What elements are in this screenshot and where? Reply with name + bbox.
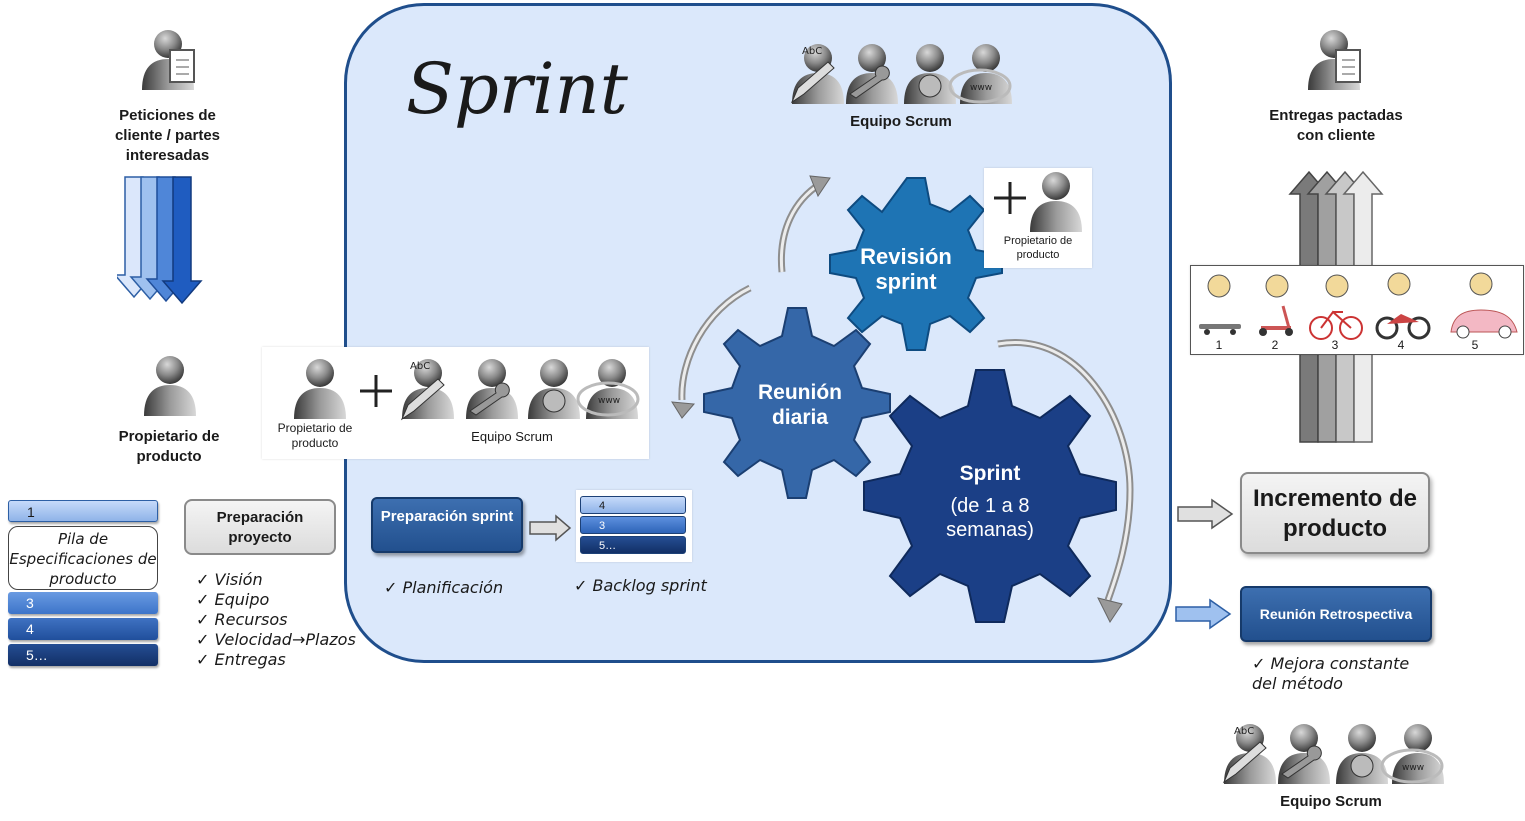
- stage-number: 3: [1331, 338, 1339, 352]
- owner-person-icon: [144, 356, 196, 416]
- bicycle-icon: [1309, 310, 1363, 340]
- backlog-item: 5…: [8, 644, 158, 666]
- retrospective-box: Reunión Retrospectiva: [1240, 586, 1432, 642]
- check-item: ✓ Visión: [196, 570, 263, 589]
- sprint-cycle-diagram: [671, 175, 1134, 623]
- project-prep-box: Preparación proyecto: [184, 499, 336, 555]
- owner-label: Propietario de producto: [118, 428, 220, 465]
- stage-number: 2: [1271, 338, 1279, 352]
- stage-number: 1: [1215, 338, 1223, 352]
- globe-icon: [542, 389, 566, 413]
- participants-owner-label: Propietario de producto: [277, 421, 353, 450]
- arrow-icon: [1177, 498, 1234, 530]
- team-top-label: Equipo Scrum: [850, 113, 952, 130]
- daily-gear-icon: [703, 307, 891, 499]
- sprint-backlog-item: 4: [580, 496, 686, 514]
- scrum-team-icons: AbC www: [790, 44, 1012, 104]
- motorbike-icon: [1375, 314, 1431, 340]
- backlog-item: 3: [8, 592, 158, 614]
- sprint-title: Sprint: [406, 48, 628, 130]
- stage-number: 5: [1471, 338, 1479, 352]
- arrow-icon: [529, 514, 572, 542]
- pencil-icon: AbC: [1222, 726, 1267, 784]
- client-person-icon: [142, 30, 195, 90]
- sprint-backlog-item: 5…: [580, 536, 686, 554]
- wrench-icon: [469, 382, 510, 416]
- plus-icon: [994, 182, 1026, 214]
- deliveries-person-icon: [1308, 30, 1361, 90]
- scrum-team-bottom-icons: AbC www: [1222, 724, 1444, 784]
- participants-team-label: Equipo Scrum: [471, 429, 553, 444]
- stage-number: 4: [1397, 338, 1405, 352]
- svg-text:AbC: AbC: [802, 46, 822, 57]
- deliveries-label: Entregas pactadas con cliente: [1269, 107, 1403, 144]
- svg-text:AbC: AbC: [410, 361, 430, 372]
- check-item: ✓ Equipo: [196, 590, 270, 609]
- product-increment-box: Incremento de producto: [1240, 472, 1430, 554]
- product-evolution-card: 1 2 3 4 5: [1190, 265, 1524, 355]
- check-item: ✓ Recursos: [196, 610, 288, 629]
- retrospective-check: ✓ Mejora constante del método: [1252, 654, 1410, 693]
- clipboard-icon: [1335, 49, 1361, 83]
- scooter-icon: [1259, 305, 1293, 336]
- review-owner-card: Propietario de producto: [984, 168, 1092, 268]
- product-backlog-stack: 1 Pila de Especificaciones de producto 3…: [8, 500, 158, 666]
- www-icon: www: [948, 68, 1012, 104]
- globe-icon: [1350, 754, 1374, 778]
- sprint-gear-title: Sprint: [959, 462, 1021, 485]
- backlog-label: Pila de Especificaciones de producto: [8, 526, 158, 590]
- arrow-icon: [117, 176, 203, 305]
- skateboard-icon: [1199, 324, 1241, 335]
- www-icon: www: [576, 381, 640, 417]
- check-item: ✓ Velocidad→Plazos: [196, 630, 356, 649]
- sprint-prep-box: Preparación sprint: [371, 497, 523, 553]
- pencil-icon: AbC: [400, 361, 445, 421]
- wrench-icon: [1281, 745, 1322, 779]
- review-gear-label: Revisión sprint: [860, 244, 952, 294]
- www-icon: www: [1380, 748, 1444, 784]
- sprint-gear-icon: [863, 369, 1117, 623]
- review-gear-icon: [829, 177, 1003, 351]
- daily-gear-label: Reunión diaria: [758, 381, 842, 429]
- svg-text:www: www: [598, 396, 620, 406]
- sprint-gear-duration: (de 1 a 8 semanas): [946, 495, 1034, 541]
- backlog-item: 4: [8, 618, 158, 640]
- car-icon: [1450, 309, 1518, 339]
- team-bottom-label: Equipo Scrum: [1280, 793, 1382, 810]
- svg-text:www: www: [970, 83, 992, 93]
- plus-icon: [360, 375, 392, 407]
- product-evolution-icons: [1199, 272, 1518, 340]
- backlog-item: 1: [8, 500, 158, 522]
- project-prep-checklist: ✓ Visión ✓ Equipo ✓ Recursos ✓ Velocidad…: [196, 570, 356, 670]
- review-owner-label: Propietario de producto: [1003, 235, 1073, 261]
- participants-card: AbC www Propietario de producto Equipo S…: [262, 347, 649, 459]
- check-item: ✓ Entregas: [196, 650, 286, 669]
- requests-arrows: [117, 176, 203, 305]
- globe-icon: [918, 74, 942, 98]
- clipboard-icon: [169, 49, 195, 83]
- sprint-prep-check: ✓ Planificación: [384, 578, 504, 597]
- sprint-backlog-item: 3: [580, 516, 686, 534]
- smiley-icon: [1207, 272, 1493, 298]
- sprint-backlog-check: ✓ Backlog sprint: [574, 576, 707, 595]
- requests-label: Peticiones de cliente / partes interesad…: [114, 107, 221, 164]
- pencil-icon: AbC: [790, 46, 835, 104]
- owner-plus-icon: [994, 172, 1082, 232]
- sprint-backlog-card: 4 3 5…: [576, 490, 692, 562]
- arrow-icon: [1175, 598, 1232, 630]
- svg-text:www: www: [1402, 763, 1424, 773]
- participants-icons: AbC www: [294, 359, 640, 421]
- wrench-icon: [849, 65, 890, 99]
- svg-text:AbC: AbC: [1234, 726, 1254, 737]
